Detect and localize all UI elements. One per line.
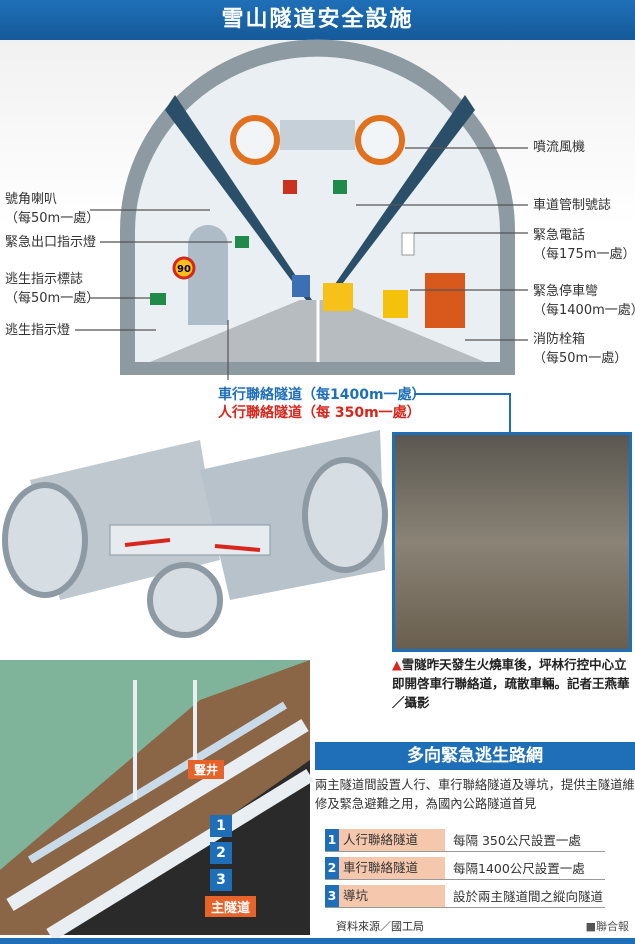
photo-caption: ▲雪隧昨天發生火燒車後，坪林行控中心立即開啓車行聯絡道，疏散車輛。記者王燕華／攝…: [392, 655, 632, 712]
caption-text: 雪隧昨天發生火燒車後，坪林行控中心立即開啓車行聯絡道，疏散車輛。記者王燕華／攝影: [392, 657, 630, 710]
network-description: 兩主隧道間設置人行、車行聯絡隧道及導坑，提供主隧道維修及緊急避難之用，為國內公路…: [315, 778, 635, 811]
bottom-bar: [0, 938, 635, 944]
emergency-exit: [188, 225, 228, 325]
escape-arrow: [124, 538, 171, 547]
lane-open-signal-icon: [333, 180, 347, 194]
label-fan: 噴流風機: [533, 140, 586, 155]
phone-icon: [401, 232, 415, 256]
exit-light-icon: [235, 236, 249, 248]
label-interval: （每1400m一處）: [533, 303, 635, 318]
label-exit-light: 緊急出口指示燈: [5, 235, 97, 250]
label-interval: （每175m一處）: [533, 247, 635, 262]
car-icon: [292, 275, 310, 297]
escape-sign-icon: [150, 293, 166, 305]
row-value: 設於兩主隧道間之縱向隧道: [453, 889, 604, 904]
row-name: 車行聯絡隧道: [339, 856, 445, 879]
lane-closed-signal-icon: [283, 180, 297, 194]
speed-limit-value: 90: [177, 264, 191, 275]
network-heading: 多向緊急逃生路網: [315, 742, 635, 770]
label-escape-light: 逃生指示燈: [5, 323, 71, 338]
label-text: 緊急停車彎: [533, 284, 599, 299]
row-name: 人行聯絡隧道: [339, 828, 445, 851]
label-horn: 號角喇叭 （每50m一處）: [5, 190, 99, 228]
label-escape-sign: 逃生指示標誌 （每50m一處）: [5, 270, 99, 308]
row-name: 導坑: [339, 884, 445, 907]
tunnel-photo: [392, 432, 632, 652]
shaft-tag: 豎井: [188, 760, 225, 779]
emergency-bay: [383, 290, 408, 318]
pedestrian-connector-label: 人行聯絡隧道（每 350m一處）: [218, 405, 421, 421]
row-value: 每隔1400公尺設置一處: [453, 861, 585, 876]
jet-fan-icon: [230, 115, 280, 165]
vehicle-connector-label: 車行聯絡隧道（每1400m一處）: [218, 387, 426, 403]
label-interval: （每50m一處）: [5, 291, 100, 306]
label-text: 逃生指示標誌: [5, 272, 84, 287]
pilot-tunnel: [147, 562, 223, 638]
label-text: 緊急電話: [533, 228, 586, 243]
brand-credit: ■聯合報: [585, 920, 629, 933]
row-num: 1: [325, 828, 339, 851]
tag-3: 3: [210, 869, 232, 891]
main-tunnel-tag: 主隧道: [205, 896, 257, 917]
label-text: 消防栓箱: [533, 332, 586, 347]
row-num: 2: [325, 856, 339, 879]
jet-fan-icon: [355, 115, 405, 165]
row-num: 3: [325, 884, 339, 907]
label-hydrant: 消防栓箱 （每50m一處）: [533, 330, 627, 368]
label-interval: （每50m一處）: [5, 211, 100, 226]
source-credit: 資料來源／國工局: [336, 920, 424, 933]
escape-arrow: [214, 544, 261, 552]
speed-limit-sign: [172, 256, 196, 280]
row-value: 每隔 350公尺設置一處: [453, 833, 581, 848]
label-phone: 緊急電話 （每175m一處）: [533, 226, 635, 264]
label-bay: 緊急停車彎 （每1400m一處）: [533, 282, 635, 320]
label-interval: （每50m一處）: [533, 351, 628, 366]
hydrant-box: [425, 273, 465, 328]
triangle-icon: ▲: [392, 657, 402, 672]
tag-2: 2: [210, 842, 232, 864]
car-icon: [323, 283, 353, 311]
tag-1: 1: [210, 815, 232, 837]
label-text: 號角喇叭: [5, 192, 58, 207]
page-title: 雪山隧道安全設施: [0, 0, 635, 40]
label-lane-signal: 車道管制號誌: [533, 198, 612, 213]
